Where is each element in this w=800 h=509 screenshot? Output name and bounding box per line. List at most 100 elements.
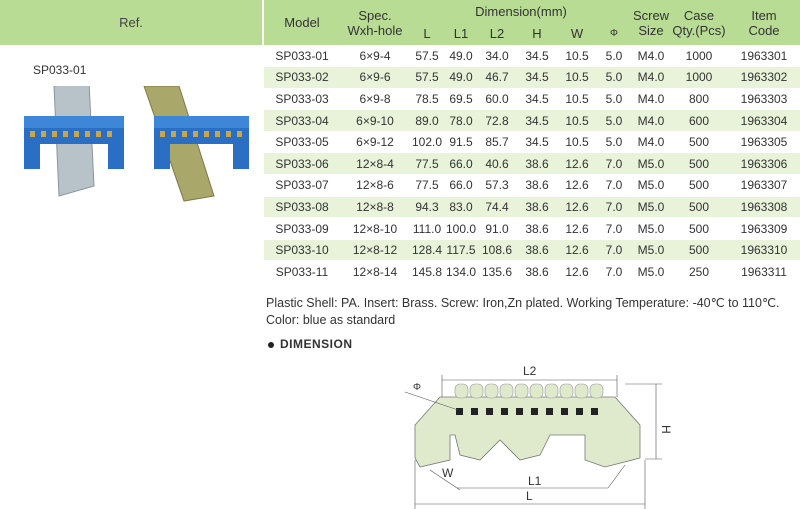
table-cell: 250 bbox=[670, 260, 728, 284]
table-cell: M4.0 bbox=[632, 45, 670, 68]
col-L2: L2 bbox=[478, 22, 516, 45]
table-cell: 5.0 bbox=[596, 88, 632, 111]
bullet-icon bbox=[268, 341, 274, 348]
dimension-diagram: L2 Φ H W L1 L bbox=[404, 364, 673, 509]
product-photos bbox=[24, 86, 249, 202]
table-cell: 1963301 bbox=[728, 45, 800, 68]
table-cell: SP033-08 bbox=[264, 196, 340, 219]
table-cell: 12×8-14 bbox=[340, 260, 410, 284]
table-cell: 12×8-4 bbox=[340, 152, 410, 176]
table-cell: SP033-09 bbox=[264, 217, 340, 240]
table-cell: M5.0 bbox=[632, 174, 670, 197]
table-cell: 145.8 bbox=[410, 260, 444, 284]
table-cell: 6×9-6 bbox=[340, 66, 410, 89]
table-cell: 10.5 bbox=[558, 45, 596, 68]
table-cell: 1963306 bbox=[728, 152, 800, 176]
table-cell: 1963309 bbox=[728, 217, 800, 240]
table-cell: 40.6 bbox=[478, 152, 516, 176]
table-cell: 34.0 bbox=[478, 45, 516, 68]
table-cell: 6×9-12 bbox=[340, 131, 410, 154]
table-cell: SP033-04 bbox=[264, 109, 340, 132]
table-cell: 7.0 bbox=[596, 174, 632, 197]
col-dimension: Dimension(mm) bbox=[410, 0, 632, 22]
table-cell: 500 bbox=[670, 217, 728, 240]
table-cell: 57.3 bbox=[478, 174, 516, 197]
table-cell: 49.0 bbox=[444, 66, 478, 89]
table-cell: 85.7 bbox=[478, 131, 516, 154]
table-cell: 12.6 bbox=[558, 174, 596, 197]
table-cell: 1963304 bbox=[728, 109, 800, 132]
dimension-title: DIMENSION bbox=[268, 337, 353, 351]
table-cell: 94.3 bbox=[410, 196, 444, 219]
table-cell: M5.0 bbox=[632, 217, 670, 240]
table-cell: SP033-11 bbox=[264, 260, 340, 284]
table-cell: SP033-01 bbox=[264, 45, 340, 68]
col-L: L bbox=[410, 22, 444, 45]
table-cell: 83.0 bbox=[444, 196, 478, 219]
table-cell: 10.5 bbox=[558, 66, 596, 89]
table-cell: 1000 bbox=[670, 45, 728, 68]
col-W: W bbox=[558, 22, 596, 45]
case-line2: Qty.(Pcs) bbox=[672, 22, 726, 38]
table-cell: 66.0 bbox=[444, 152, 478, 176]
table-cell: 134.0 bbox=[444, 260, 478, 284]
table-cell: 91.5 bbox=[444, 131, 478, 154]
table-cell: 5.0 bbox=[596, 131, 632, 154]
table-cell: M5.0 bbox=[632, 239, 670, 262]
table-cell: 7.0 bbox=[596, 239, 632, 262]
spec-line1: Spec. bbox=[358, 7, 392, 23]
table-cell: 7.0 bbox=[596, 196, 632, 219]
table-cell: SP033-07 bbox=[264, 174, 340, 197]
table-cell: 1000 bbox=[670, 66, 728, 89]
table-cell: 60.0 bbox=[478, 88, 516, 111]
table-cell: 102.0 bbox=[410, 131, 444, 154]
table-cell: M4.0 bbox=[632, 109, 670, 132]
table-cell: 34.5 bbox=[516, 66, 558, 89]
table-cell: 78.0 bbox=[444, 109, 478, 132]
table-cell: M5.0 bbox=[632, 260, 670, 284]
table-cell: 7.0 bbox=[596, 152, 632, 176]
table-cell: 12.6 bbox=[558, 239, 596, 262]
table-cell: 117.5 bbox=[444, 239, 478, 262]
table-cell: 5.0 bbox=[596, 45, 632, 68]
table-cell: 100.0 bbox=[444, 217, 478, 240]
table-cell: 34.5 bbox=[516, 88, 558, 111]
table-cell: 7.0 bbox=[596, 217, 632, 240]
dimension-title-text: DIMENSION bbox=[280, 337, 353, 351]
label-H: H bbox=[659, 425, 673, 434]
notes-line2: Color: blue as standard bbox=[266, 313, 396, 327]
table-cell: 77.5 bbox=[410, 174, 444, 197]
notes: Plastic Shell: PA. Insert: Brass. Screw:… bbox=[266, 295, 779, 329]
col-phi: Φ bbox=[596, 22, 632, 45]
table-cell: 10.5 bbox=[558, 131, 596, 154]
table-cell: 6×9-8 bbox=[340, 88, 410, 111]
table-cell: 1963311 bbox=[728, 260, 800, 284]
table-cell: M5.0 bbox=[632, 196, 670, 219]
table-cell: 34.5 bbox=[516, 45, 558, 68]
table-cell: 57.5 bbox=[410, 66, 444, 89]
table-cell: 6×9-4 bbox=[340, 45, 410, 68]
table-cell: 38.6 bbox=[516, 152, 558, 176]
table-cell: 49.0 bbox=[444, 45, 478, 68]
table-cell: 6×9-10 bbox=[340, 109, 410, 132]
table-cell: 1963303 bbox=[728, 88, 800, 111]
case-line1: Case bbox=[683, 7, 715, 23]
table-cell: 5.0 bbox=[596, 109, 632, 132]
table-cell: 500 bbox=[670, 196, 728, 219]
table-cell: 38.6 bbox=[516, 260, 558, 284]
table-cell: 12.6 bbox=[558, 152, 596, 176]
table-cell: 38.6 bbox=[516, 196, 558, 219]
table-cell: 12×8-6 bbox=[340, 174, 410, 197]
table-cell: 1963307 bbox=[728, 174, 800, 197]
table-cell: 69.5 bbox=[444, 88, 478, 111]
table-cell: 38.6 bbox=[516, 217, 558, 240]
screw-line2: Size bbox=[638, 22, 664, 38]
table-cell: SP033-06 bbox=[264, 152, 340, 176]
label-L: L bbox=[526, 489, 533, 503]
table-cell: 7.0 bbox=[596, 260, 632, 284]
col-H: H bbox=[516, 22, 558, 45]
table-cell: 500 bbox=[670, 174, 728, 197]
